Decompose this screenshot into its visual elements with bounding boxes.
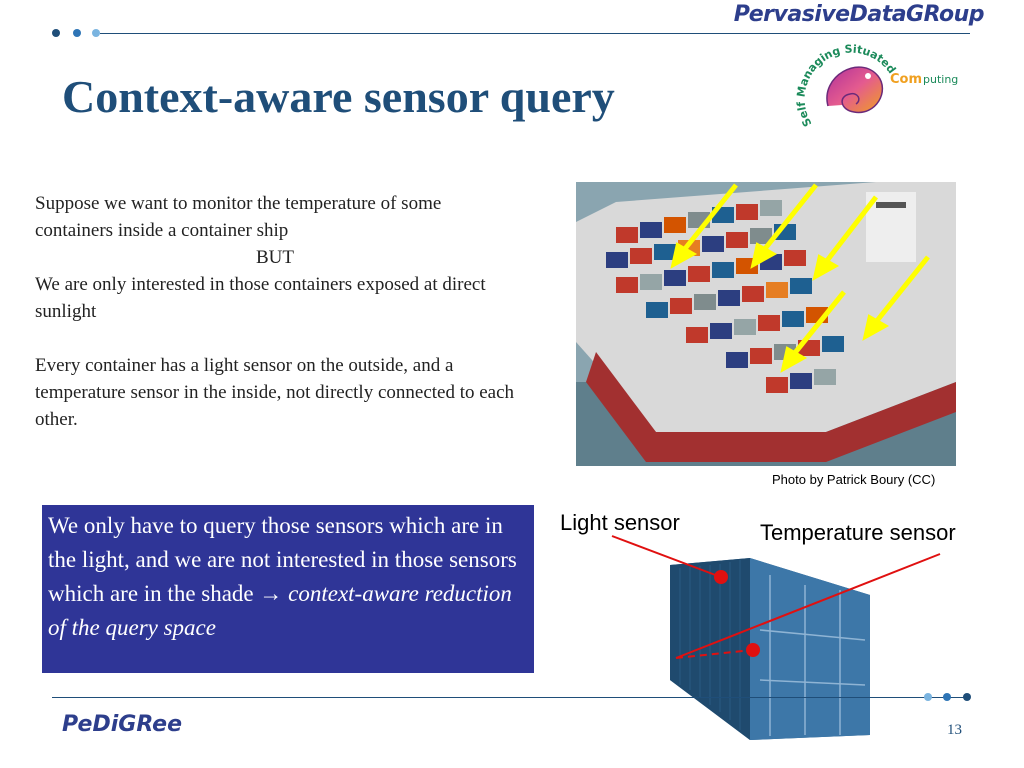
- highlight-box: We only have to query those sensors whic…: [42, 505, 534, 673]
- highlight-text: We only have to query those sensors whic…: [48, 513, 517, 606]
- body-paragraph-2: We are only interested in those containe…: [35, 274, 486, 322]
- body-paragraph-1: Suppose we want to monitor the temperatu…: [35, 193, 442, 241]
- container-diagram: [640, 540, 900, 740]
- page-number: 13: [947, 722, 962, 738]
- body-text: Suppose we want to monitor the temperatu…: [35, 190, 515, 433]
- arrow-icon: →: [259, 581, 283, 606]
- light-sensor-label: Light sensor: [560, 510, 680, 535]
- body-paragraph-3: Every container has a light sensor on th…: [35, 355, 515, 430]
- logo-side-text-a: Com: [890, 72, 922, 87]
- temperature-sensor-label: Temperature sensor: [760, 520, 956, 545]
- brand-name: PervasiveDataGRoup: [733, 2, 985, 27]
- container-ship-photo: [576, 182, 956, 466]
- but-text: BUT: [256, 247, 294, 268]
- highlight-emphasis: context-aware reduction of the query spa…: [48, 581, 512, 640]
- photo-credit: Photo by Patrick Boury (CC): [772, 472, 936, 487]
- footer-brand: PeDiGRee: [62, 712, 183, 737]
- smasc-logo: Self Managing Situated Com puting: [790, 36, 980, 136]
- slide-title: Context-aware sensor query: [62, 71, 615, 122]
- logo-side-text-b: puting: [923, 73, 958, 86]
